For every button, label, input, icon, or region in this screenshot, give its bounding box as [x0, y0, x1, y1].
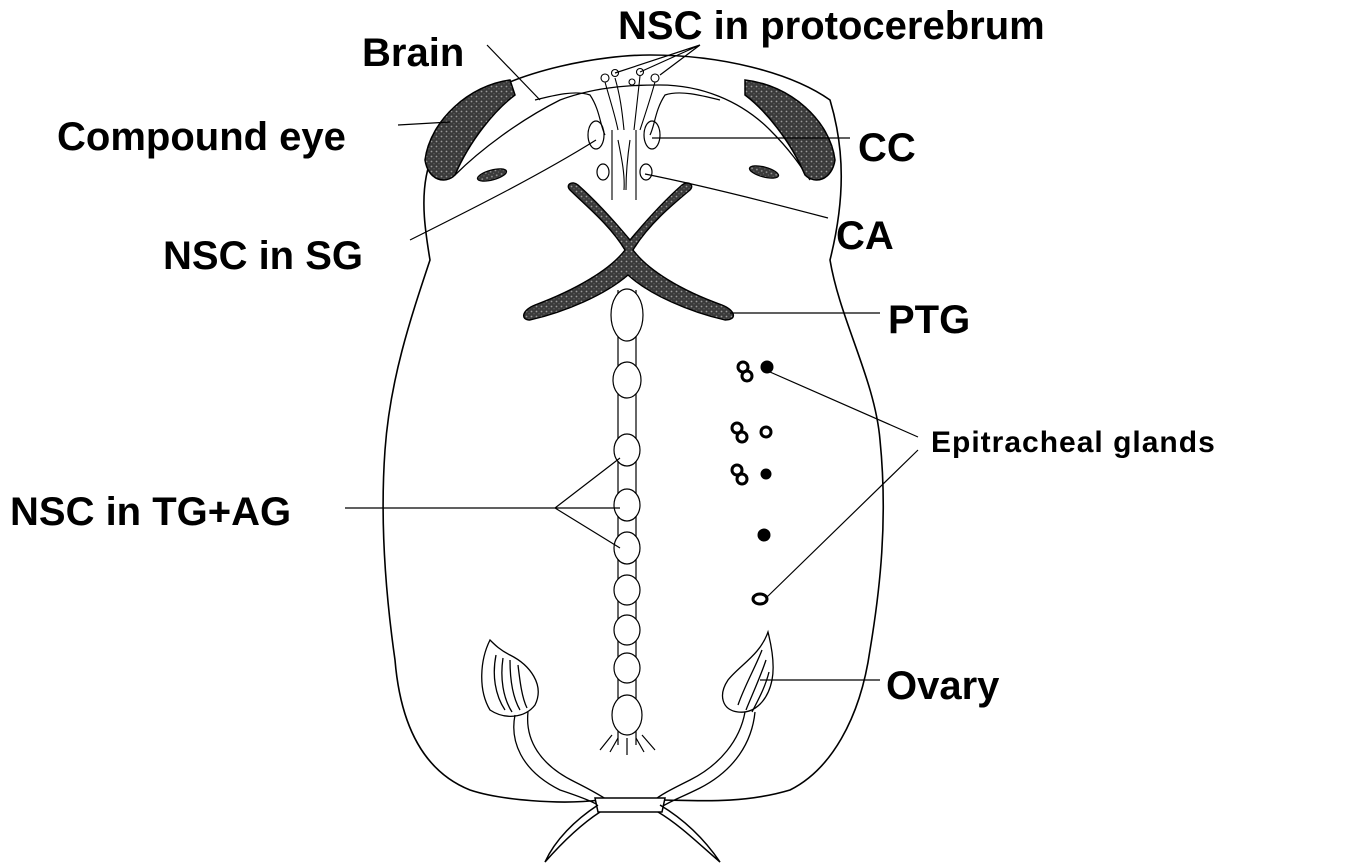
- ovary-right: [652, 632, 773, 808]
- ovary-left: [482, 640, 615, 810]
- corpora-cardiaca-right: [644, 121, 660, 149]
- compound-eye-left: [425, 80, 515, 180]
- label-compound-eye: Compound eye: [57, 117, 346, 157]
- label-nsc-protocerebrum: NSC in protocerebrum: [618, 6, 1045, 46]
- ventral-nerve-cord: [600, 289, 655, 755]
- corpora-cardiaca-left: [588, 121, 604, 149]
- lateral-body-right: [748, 163, 780, 180]
- label-brain: Brain: [362, 33, 464, 73]
- label-cc: CC: [858, 128, 916, 168]
- label-ptg: PTG: [888, 300, 970, 340]
- label-nsc-sg: NSC in SG: [163, 236, 363, 276]
- lateral-body-left: [476, 166, 508, 183]
- corpora-allata-right: [640, 164, 652, 180]
- label-nsc-tg-ag: NSC in TG+AG: [10, 492, 291, 532]
- head-nerves: [612, 130, 636, 200]
- corpora-allata-left: [597, 164, 609, 180]
- label-epitracheal-glands: Epitracheal glands: [931, 428, 1216, 458]
- ovipositor: [545, 798, 720, 862]
- label-ovary: Ovary: [886, 666, 999, 706]
- label-ca: CA: [836, 216, 894, 256]
- epitracheal-glands: [732, 362, 772, 604]
